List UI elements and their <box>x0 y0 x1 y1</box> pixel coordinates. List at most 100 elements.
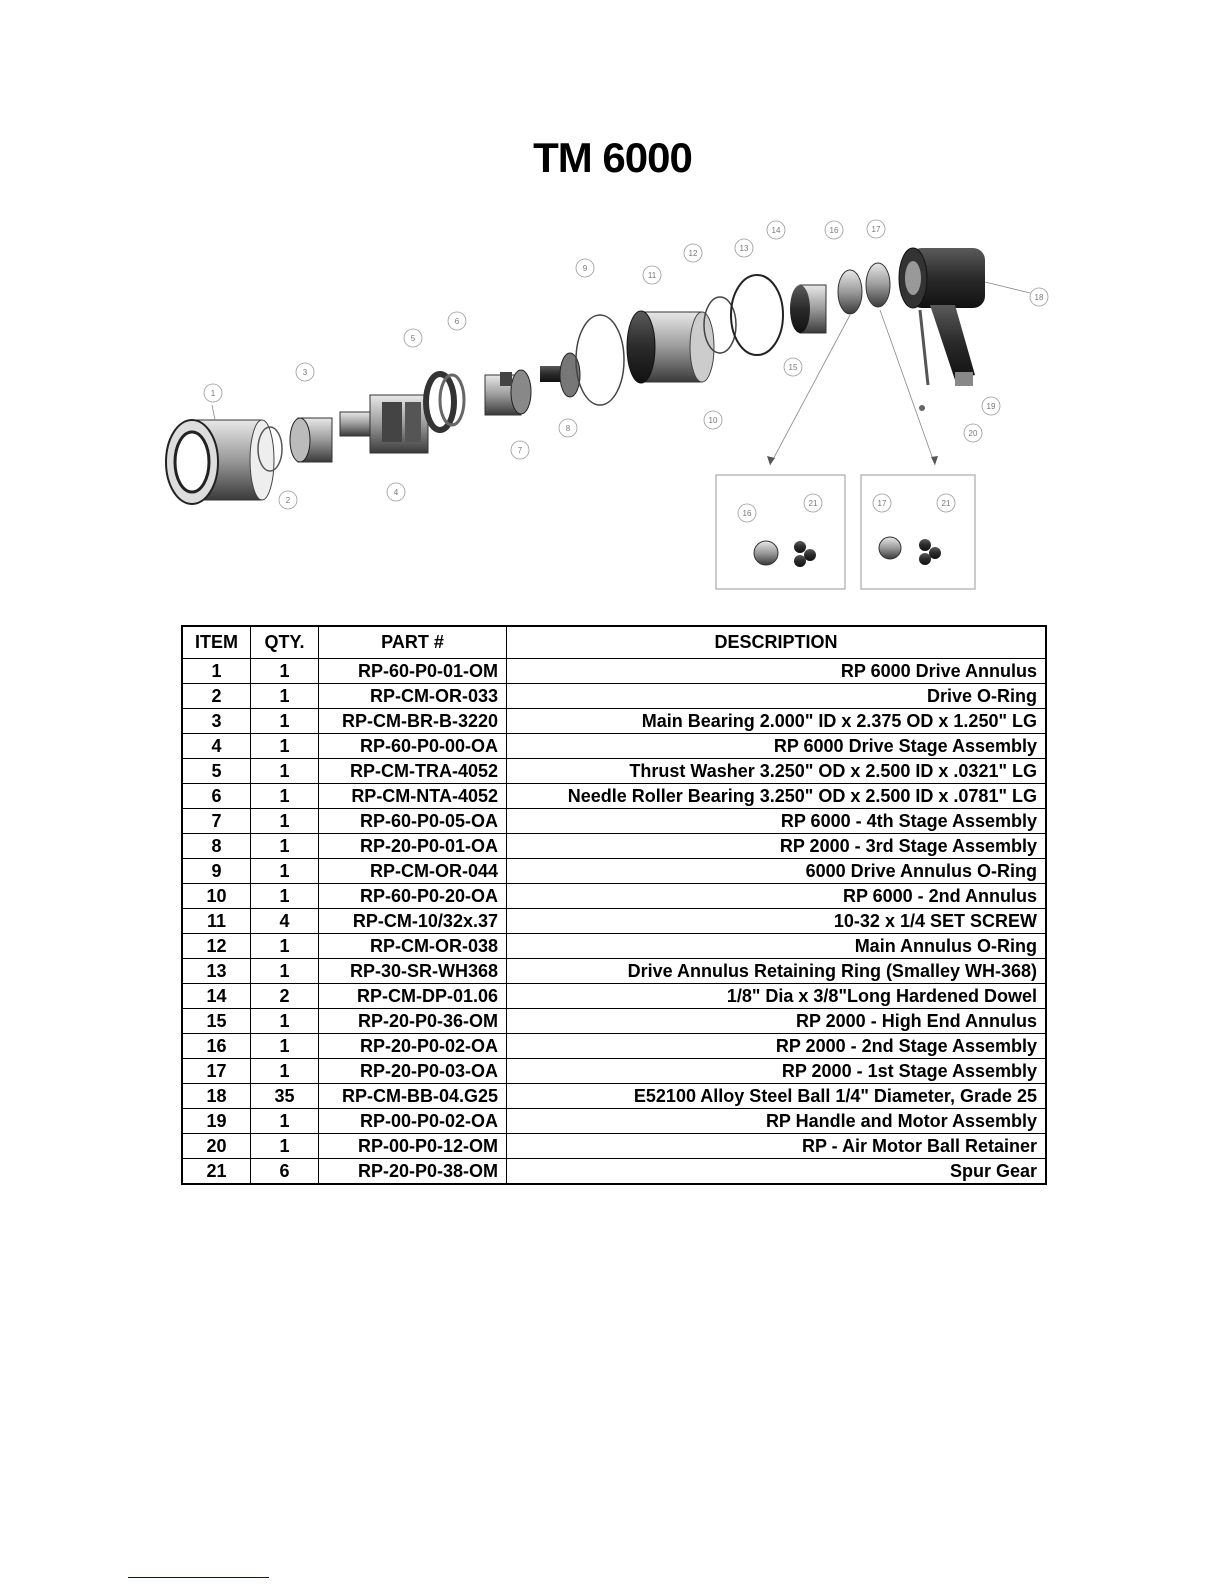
callout-label: 15 <box>789 363 798 372</box>
column-header-part: PART # <box>318 625 507 659</box>
cell-description: RP 6000 - 4th Stage Assembly <box>506 808 1047 834</box>
callout-label: 7 <box>518 446 523 455</box>
callout-bubble: 11 <box>642 265 662 285</box>
part-drive-o-ring <box>257 426 283 472</box>
cell-part: RP-CM-BB-04.G25 <box>318 1083 507 1109</box>
cell-item: 15 <box>181 1008 251 1034</box>
cell-description: RP 2000 - 1st Stage Assembly <box>506 1058 1047 1084</box>
callout-label: 9 <box>583 264 588 273</box>
cell-part: RP-00-P0-02-OA <box>318 1108 507 1134</box>
column-header-description: DESCRIPTION <box>506 625 1047 659</box>
part-retaining-ring <box>730 274 784 356</box>
callout-label: 16 <box>743 509 752 518</box>
callout-bubble: 19 <box>981 396 1001 416</box>
cell-qty: 1 <box>250 808 319 834</box>
cell-item: 11 <box>181 908 251 934</box>
part-handle-and-motor <box>898 247 985 386</box>
cell-description: RP 2000 - 2nd Stage Assembly <box>506 1033 1047 1059</box>
callout-label: 6 <box>455 317 460 326</box>
cell-item: 13 <box>181 958 251 984</box>
callout-bubble: 3 <box>295 362 315 382</box>
callout-bubble: 2 <box>278 490 298 510</box>
cell-description: Drive O-Ring <box>506 683 1047 709</box>
cell-qty: 1 <box>250 933 319 959</box>
cell-part: RP-CM-OR-033 <box>318 683 507 709</box>
callout-label: 12 <box>689 249 698 258</box>
cell-qty: 6 <box>250 1158 319 1185</box>
cell-part: RP-CM-BR-B-3220 <box>318 708 507 734</box>
callout-label: 1 <box>211 389 216 398</box>
cell-qty: 1 <box>250 1033 319 1059</box>
table-header-row: ITEM QTY. PART # DESCRIPTION <box>181 625 1047 659</box>
cell-part: RP-CM-TRA-4052 <box>318 758 507 784</box>
cell-part: RP-CM-DP-01.06 <box>318 983 507 1009</box>
column-header-qty: QTY. <box>250 625 319 659</box>
cell-item: 9 <box>181 858 251 884</box>
part-ball-retainer <box>919 405 925 411</box>
callout-label: 11 <box>648 271 657 280</box>
cell-qty: 1 <box>250 708 319 734</box>
callout-bubble: 4 <box>386 482 406 502</box>
cell-qty: 1 <box>250 733 319 759</box>
callout-bubble: 15 <box>783 357 803 377</box>
cell-description: 1/8" Dia x 3/8"Long Hardened Dowel <box>506 983 1047 1009</box>
cell-part: RP-20-P0-36-OM <box>318 1008 507 1034</box>
cell-part: RP-CM-10/32x.37 <box>318 908 507 934</box>
cell-item: 17 <box>181 1058 251 1084</box>
cell-qty: 1 <box>250 658 319 684</box>
cell-qty: 2 <box>250 983 319 1009</box>
callout-label: 5 <box>411 334 416 343</box>
inset-box-stage-2 <box>715 474 846 590</box>
cell-part: RP-CM-OR-038 <box>318 933 507 959</box>
callout-bubble: 16 <box>824 220 844 240</box>
callout-bubble: 9 <box>575 258 595 278</box>
cell-description: RP Handle and Motor Assembly <box>506 1108 1047 1134</box>
cell-description: RP 2000 - 3rd Stage Assembly <box>506 833 1047 859</box>
callout-bubble: 8 <box>558 418 578 438</box>
cell-item: 19 <box>181 1108 251 1134</box>
callout-label: 4 <box>394 488 399 497</box>
cell-description: Needle Roller Bearing 3.250" OD x 2.500 … <box>506 783 1047 809</box>
inset-box-stage-1 <box>860 474 976 590</box>
callout-label: 21 <box>942 499 951 508</box>
callout-bubble: 13 <box>734 238 754 258</box>
cell-description: Main Bearing 2.000" ID x 2.375 OD x 1.25… <box>506 708 1047 734</box>
callout-label: 18 <box>1035 293 1044 302</box>
callout-label: 2 <box>286 496 291 505</box>
cell-item: 16 <box>181 1033 251 1059</box>
callout-bubble: 20 <box>963 423 983 443</box>
part-3rd-stage-assembly <box>540 352 581 398</box>
cell-qty: 4 <box>250 908 319 934</box>
cell-item: 4 <box>181 733 251 759</box>
cell-qty: 1 <box>250 758 319 784</box>
cell-item: 6 <box>181 783 251 809</box>
callout-bubble: 7 <box>510 440 530 460</box>
callout-bubble: 12 <box>683 243 703 263</box>
cell-part: RP-60-P0-05-OA <box>318 808 507 834</box>
cell-item: 20 <box>181 1133 251 1159</box>
callout-label: 10 <box>709 416 718 425</box>
cell-item: 5 <box>181 758 251 784</box>
cell-description: RP - Air Motor Ball Retainer <box>506 1133 1047 1159</box>
callout-bubble: 21 <box>936 493 956 513</box>
cell-item: 21 <box>181 1158 251 1185</box>
callout-bubble: 18 <box>1029 287 1049 307</box>
cell-description: RP 6000 Drive Stage Assembly <box>506 733 1047 759</box>
callout-bubble: 6 <box>447 311 467 331</box>
cell-part: RP-60-P0-00-OA <box>318 733 507 759</box>
part-drive-stage-assembly <box>339 394 429 454</box>
cell-qty: 1 <box>250 858 319 884</box>
cell-description: 6000 Drive Annulus O-Ring <box>506 858 1047 884</box>
part-main-bearing <box>289 417 333 463</box>
part-annulus-o-ring <box>575 314 625 406</box>
callout-label: 17 <box>878 499 887 508</box>
